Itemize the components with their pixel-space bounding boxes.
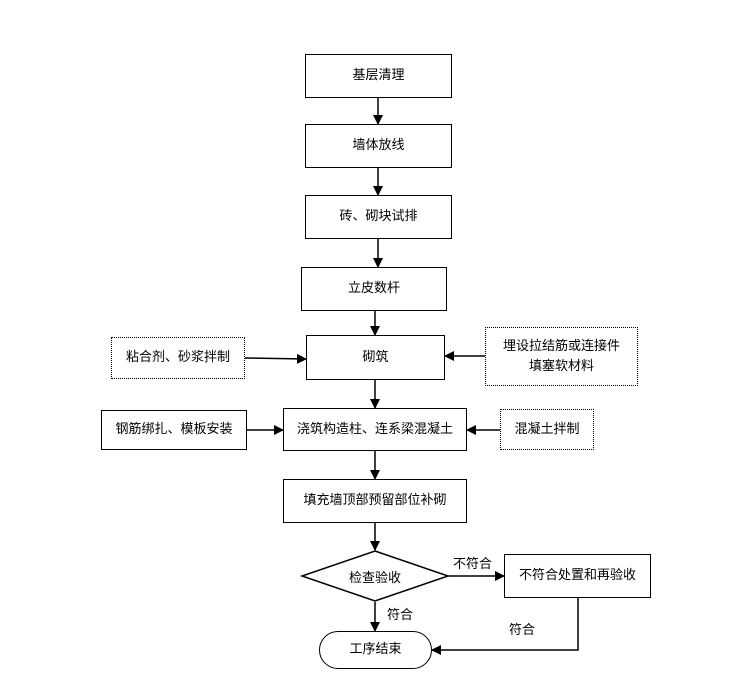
step-wall-layout: 墙体放线 (305, 124, 452, 168)
input-rebar-formwork: 钢筋绑扎、模板安装 (101, 410, 247, 450)
step-brick-trial: 砖、砌块试排 (305, 195, 452, 239)
decision-label: 检查验收 (348, 570, 401, 586)
step-top-filling: 填充墙顶部预留部位补砌 (283, 479, 467, 523)
step-base-cleaning: 基层清理 (305, 54, 452, 98)
arrow-bond-s5 (244, 353, 307, 364)
label-pass: 符合 (387, 608, 414, 623)
label-fail: 不符合 (453, 557, 493, 572)
input-tie-bars: 埋设拉结筋或连接件 填塞软材料 (485, 327, 638, 386)
input-bond-mixing: 粘合剂、砂浆拌制 (111, 337, 245, 379)
step-masonry: 砌筑 (306, 335, 445, 380)
label-return-pass: 符合 (509, 623, 536, 638)
input-tie-bars-line1: 埋设拉结筋或连接件 (502, 338, 620, 354)
step-pour-concrete: 浇筑构造柱、连系梁混凝土 (283, 408, 467, 451)
input-concrete-mixing: 混凝土拌制 (500, 409, 594, 450)
input-tie-bars-line2: 填塞软材料 (528, 358, 594, 374)
decision-diamond (299, 550, 451, 602)
step-story-pole: 立皮数杆 (301, 267, 447, 311)
end-terminator: 工序结束 (319, 631, 432, 669)
step-rework: 不符合处置和再验收 (504, 554, 651, 598)
arrow-rework-end (431, 597, 579, 655)
